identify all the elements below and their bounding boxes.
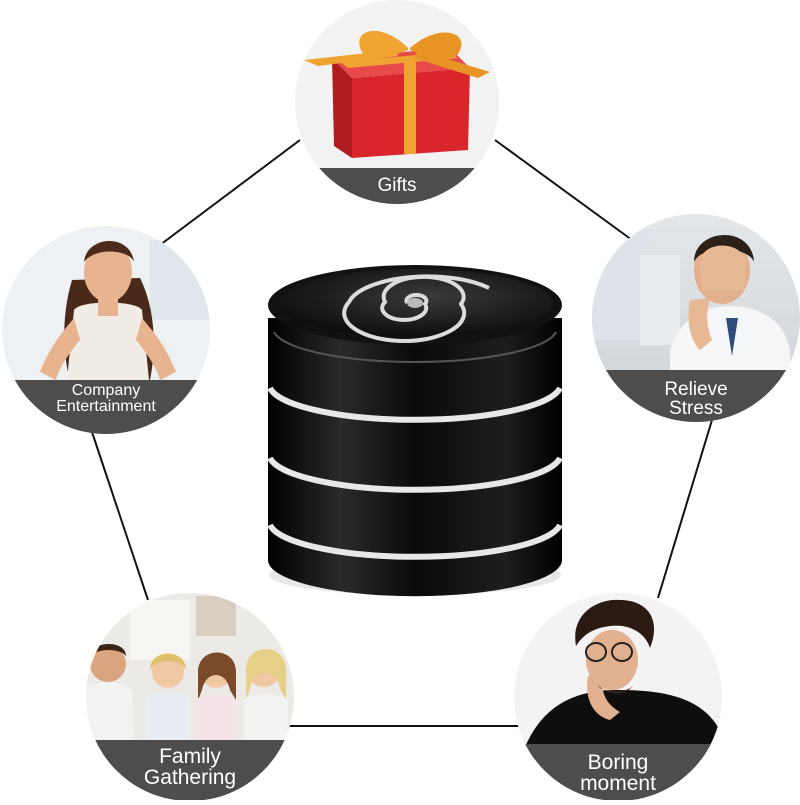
bored-man-photo (520, 599, 722, 760)
relieve-stress-circle (592, 214, 800, 422)
family-photo (86, 644, 288, 740)
company-label-line1: Company (71, 382, 141, 399)
company-entertainment-circle (2, 226, 210, 434)
family-label-line1: Family (159, 745, 221, 768)
family-gathering-circle (86, 593, 294, 801)
connector-gifts-relieve (494, 139, 633, 241)
connector-relieve-boring (657, 419, 713, 599)
family-label-line2: Gathering (143, 766, 237, 789)
connector-lines (91, 139, 713, 727)
boring-label-line1: Boring (587, 751, 649, 774)
relieve-stress-label: Relieve Stress (596, 380, 796, 418)
connector-company-family (91, 431, 149, 601)
boring-moment-label: Boring moment (518, 752, 718, 794)
relieve-label-line2: Stress (669, 398, 723, 419)
relieve-label-line1: Relieve (664, 379, 728, 400)
woman-photo (40, 240, 176, 390)
gift-box-icon (304, 30, 490, 158)
family-gathering-label: Family Gathering (90, 746, 290, 788)
spiral-groove-icon (342, 274, 490, 343)
company-label-line2: Entertainment (56, 398, 156, 415)
connector-gifts-company (159, 139, 301, 246)
gifts-label: Gifts (297, 176, 497, 195)
gifts-circle (295, 0, 499, 204)
spinner-product-image (267, 265, 563, 597)
company-entertainment-label: Company Entertainment (5, 383, 207, 415)
gifts-label-text: Gifts (377, 175, 417, 196)
boring-label-line2: moment (580, 772, 656, 795)
boring-moment-circle (514, 593, 722, 801)
